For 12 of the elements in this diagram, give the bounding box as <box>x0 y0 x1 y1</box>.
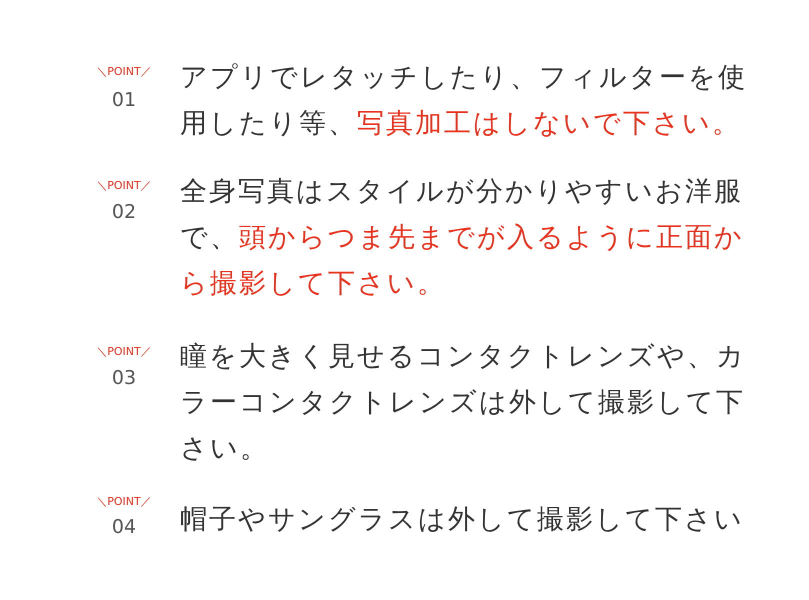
point-number: 04 <box>110 516 138 538</box>
point-number: 01 <box>110 89 138 111</box>
point-number: 03 <box>110 367 138 389</box>
instruction-text: 帽子やサングラスは外して撮影して下さい <box>180 503 745 537</box>
point-number: 02 <box>110 201 138 223</box>
point-tag: ＼POINT／ <box>88 495 160 509</box>
instruction-text: アプリでレタッチしたり、フィルターを使用したり等、写真加工はしないで下さい。 <box>180 61 748 141</box>
point-tag: ＼POINT／ <box>88 65 160 79</box>
point-tag: ＼POINT／ <box>88 345 160 359</box>
instruction-text: 瞳を大きく見せるコンタクトレンズや、カラーコンタクトレンズは外して撮影して下さい。 <box>180 340 747 466</box>
point-tag: ＼POINT／ <box>88 179 160 193</box>
instruction-text: 全身写真はスタイルが分かりやすいお洋服で、頭からつま先までが入るように正面から撮影して下さい。 <box>180 175 745 301</box>
